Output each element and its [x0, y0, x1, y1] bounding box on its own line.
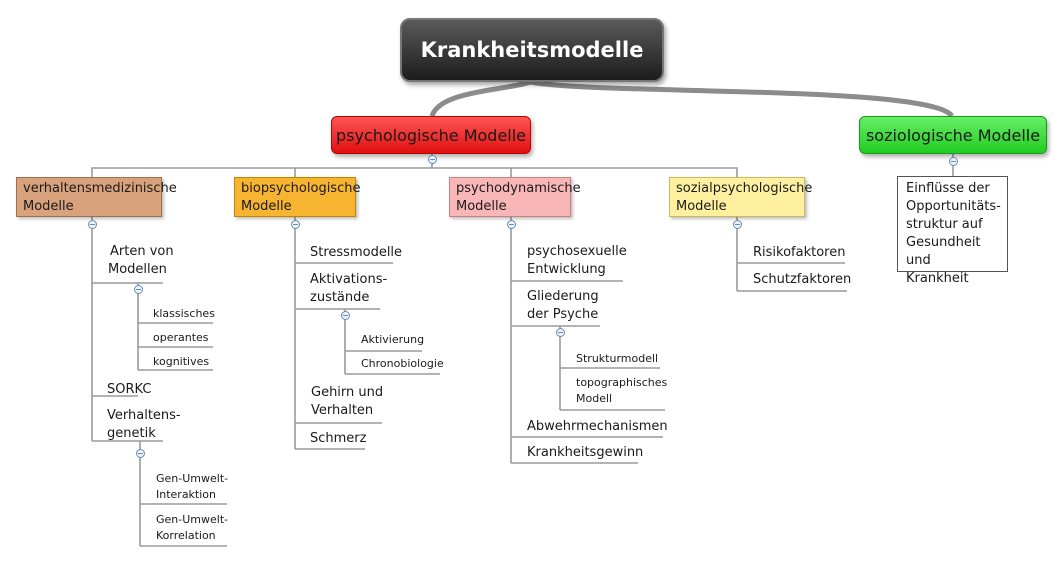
topic-gehirn-und-verhalten[interactable]: Gehirn und Verhalten	[311, 384, 383, 420]
topic-soziologische-modelle[interactable]: soziologische Modelle	[859, 116, 1047, 154]
topic-line: Modellen	[108, 262, 167, 277]
topic-gliederung-der-psyche[interactable]: Gliederung der Psyche	[527, 288, 599, 324]
category-title-line: sozialpsychologische	[676, 181, 813, 196]
category-title-line: biopsychologische	[241, 181, 361, 196]
topic-line: Aktivations-	[310, 272, 388, 287]
topic-arten-von-modellen[interactable]: Arten von Modellen	[108, 243, 174, 279]
topic-label: soziologische Modelle	[865, 125, 1041, 145]
soz-text-box[interactable]: Einflüsse der Opportunitäts- struktur au…	[897, 176, 1008, 286]
topic-line: Verhalten	[311, 403, 374, 418]
topic-gen-umwelt-korrelation[interactable]: Gen-Umwelt- Korrelation	[156, 512, 228, 544]
category-title-line: Modelle	[241, 199, 292, 214]
soz-line: Krankheit	[906, 271, 969, 286]
root-label: Krankheitsmodelle	[420, 38, 644, 62]
collapse-toggle-icon[interactable]	[556, 328, 565, 337]
soz-line: struktur auf	[906, 217, 983, 232]
topic-line: der Psyche	[527, 307, 599, 322]
category-verhaltensmedizinisch[interactable]: verhaltensmedizinische Modelle	[16, 177, 177, 217]
topic-line: topographisches	[576, 376, 668, 389]
topic-psychosexuelle-entwicklung[interactable]: psychosexuelle Entwicklung	[527, 243, 627, 279]
topic-aktivationszustaende[interactable]: Aktivations- zustände	[310, 271, 387, 307]
collapse-toggle-icon[interactable]	[134, 285, 143, 294]
topic-topographisches-modell[interactable]: topographisches Modell	[576, 375, 667, 407]
topic-line: Gen-Umwelt-	[156, 472, 229, 485]
category-title-line: Modelle	[23, 199, 74, 214]
collapse-toggle-icon[interactable]	[733, 220, 742, 229]
collapse-toggle-icon[interactable]	[507, 220, 516, 229]
collapse-toggle-icon[interactable]	[428, 155, 437, 164]
soz-line: Gesundheit und	[906, 235, 981, 268]
soz-line: Einflüsse der	[906, 181, 990, 196]
topic-risikofaktoren[interactable]: Risikofaktoren	[753, 245, 846, 260]
topic-gen-umwelt-interaktion[interactable]: Gen-Umwelt- Interaktion	[156, 471, 228, 503]
collapse-toggle-icon[interactable]	[291, 220, 300, 229]
topic-line: Korrelation	[156, 529, 216, 542]
topic-line: zustände	[310, 290, 370, 305]
category-title-line: Modelle	[676, 199, 727, 214]
topic-klassisches[interactable]: klassisches	[153, 307, 215, 320]
topic-line: Gliederung	[527, 289, 599, 304]
category-psychodynamisch[interactable]: psychodynamische Modelle	[449, 177, 581, 217]
topic-chronobiologie[interactable]: Chronobiologie	[361, 357, 444, 370]
topic-label: psychologische Modelle	[335, 125, 527, 145]
topic-stressmodelle[interactable]: Stressmodelle	[310, 245, 403, 260]
topic-line: Interaktion	[156, 488, 217, 501]
topic-line: Gen-Umwelt-	[156, 513, 229, 526]
topic-line: Gehirn und	[311, 385, 384, 400]
collapse-toggle-icon[interactable]	[88, 220, 97, 229]
topic-verhaltensgenetik[interactable]: Verhaltens- genetik	[107, 407, 181, 443]
topic-sorkc[interactable]: SORKC	[107, 382, 152, 397]
topic-line: Verhaltens-	[107, 408, 181, 423]
soz-line: Opportunitäts-	[906, 199, 1001, 214]
category-sozialpsychologisch[interactable]: sozialpsychologische Modelle	[669, 177, 813, 217]
topic-abwehrmechanismen[interactable]: Abwehrmechanismen	[527, 419, 668, 434]
topic-krankheitsgewinn[interactable]: Krankheitsgewinn	[527, 445, 644, 460]
collapse-toggle-icon[interactable]	[136, 449, 145, 458]
topic-schutzfaktoren[interactable]: Schutzfaktoren	[753, 272, 852, 287]
topic-schmerz[interactable]: Schmerz	[310, 431, 367, 446]
topic-kognitives[interactable]: kognitives	[153, 355, 210, 368]
topic-line: Arten von	[110, 244, 174, 259]
topic-line: Entwicklung	[527, 262, 606, 277]
collapse-toggle-icon[interactable]	[341, 311, 350, 320]
topic-operantes[interactable]: operantes	[153, 331, 209, 344]
topic-line: psychosexuelle	[527, 244, 627, 259]
category-biopsychologisch[interactable]: biopsychologische Modelle	[234, 177, 361, 217]
category-title-line: Modelle	[456, 199, 507, 214]
topic-psychologische-modelle[interactable]: psychologische Modelle	[331, 116, 531, 154]
root-node[interactable]: Krankheitsmodelle	[400, 18, 664, 82]
topic-aktivierung[interactable]: Aktivierung	[361, 333, 425, 346]
category-title-line: verhaltensmedizinische	[23, 181, 177, 196]
topic-line: Modell	[576, 392, 613, 405]
topic-line: genetik	[107, 426, 156, 441]
topic-strukturmodell[interactable]: Strukturmodell	[576, 352, 659, 365]
collapse-toggle-icon[interactable]	[949, 157, 958, 166]
category-title-line: psychodynamische	[456, 181, 581, 196]
